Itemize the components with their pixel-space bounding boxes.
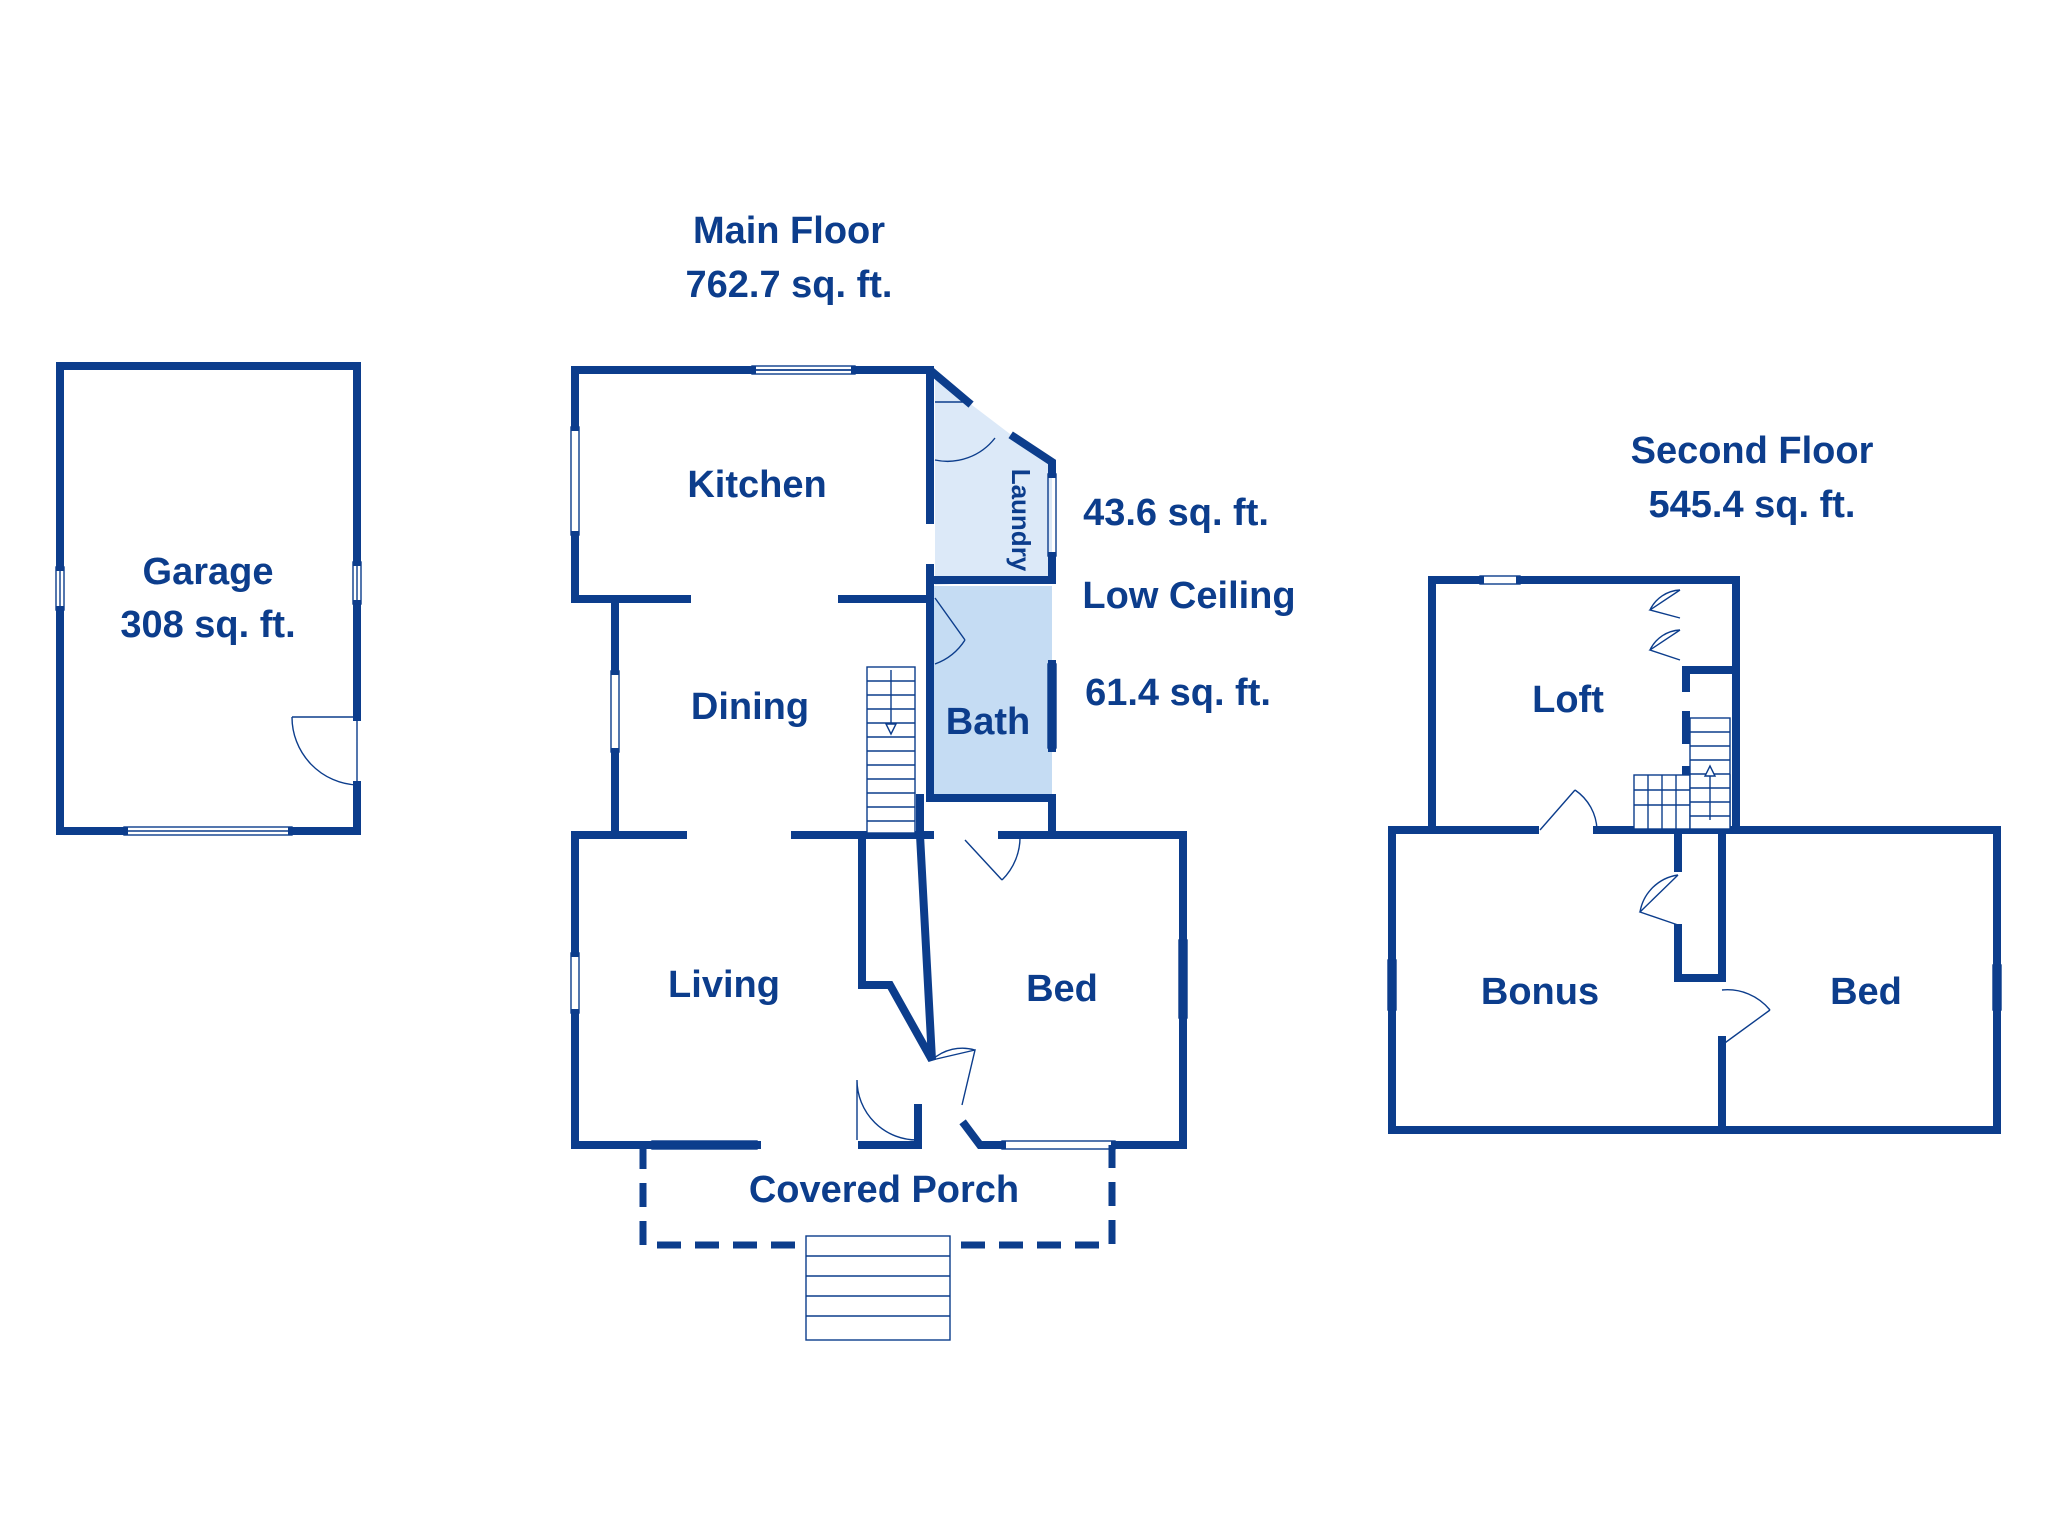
main-stairs bbox=[866, 666, 916, 834]
bed-main-label: Bed bbox=[1026, 968, 1098, 1010]
laundry-label: Laundry bbox=[1006, 469, 1036, 572]
loft-closet-door-2 bbox=[1648, 629, 1681, 661]
closet-door bbox=[931, 1047, 976, 1106]
living-label: Living bbox=[668, 964, 780, 1006]
loft-label: Loft bbox=[1532, 679, 1604, 721]
bath-window bbox=[1047, 663, 1057, 749]
main-floor-plan bbox=[570, 365, 1188, 1341]
main-floor-title: Main Floor bbox=[693, 210, 885, 252]
bed-window bbox=[1178, 939, 1188, 1019]
kitchen-label: Kitchen bbox=[687, 464, 826, 506]
bonus-window bbox=[1387, 959, 1397, 1011]
second-floor-title: Second Floor bbox=[1631, 430, 1874, 472]
covered-porch-label: Covered Porch bbox=[749, 1169, 1019, 1211]
bed-second-label: Bed bbox=[1830, 971, 1902, 1013]
bonus-label: Bonus bbox=[1481, 971, 1599, 1013]
garage-walls bbox=[56, 362, 361, 835]
second-floor-plan bbox=[1387, 575, 2002, 1134]
garage-label: Garage bbox=[143, 551, 274, 593]
laundry-area-label: 43.6 sq. ft. bbox=[1083, 492, 1269, 534]
bath-door bbox=[934, 597, 966, 665]
laundry-window bbox=[1047, 473, 1057, 557]
bed2-window bbox=[1992, 964, 2002, 1011]
laundry-area bbox=[935, 378, 1052, 585]
loft-window bbox=[1479, 575, 1521, 585]
covered-porch-outline bbox=[639, 1145, 1116, 1249]
dining-label: Dining bbox=[691, 686, 809, 728]
loft-door bbox=[1539, 789, 1598, 831]
garage-plan bbox=[55, 362, 362, 836]
living-window bbox=[570, 952, 580, 1014]
kitchen-side-window bbox=[570, 426, 580, 536]
porch-steps bbox=[805, 1235, 951, 1341]
laundry-door bbox=[934, 401, 996, 463]
bonus-closet-door bbox=[1638, 874, 1679, 926]
second-floor-area: 545.4 sq. ft. bbox=[1649, 484, 1856, 526]
bath-area-label: 61.4 sq. ft. bbox=[1085, 672, 1271, 714]
main-floor-area: 762.7 sq. ft. bbox=[686, 264, 893, 306]
bath-label: Bath bbox=[946, 701, 1030, 743]
garage-area: 308 sq. ft. bbox=[120, 604, 295, 646]
dining-window bbox=[610, 670, 620, 753]
bath-area bbox=[930, 586, 1052, 798]
low-ceiling-label: Low Ceiling bbox=[1082, 575, 1295, 617]
second-floor-walls bbox=[1388, 576, 2001, 1134]
loft-closet-door-1 bbox=[1648, 589, 1681, 619]
front-door bbox=[856, 1079, 919, 1141]
bed2-door bbox=[1721, 989, 1771, 1046]
garage-side-door bbox=[291, 716, 358, 786]
second-floor-stairs bbox=[1633, 717, 1731, 830]
porch-window-right bbox=[1001, 1140, 1116, 1150]
bed-door bbox=[964, 834, 1021, 881]
